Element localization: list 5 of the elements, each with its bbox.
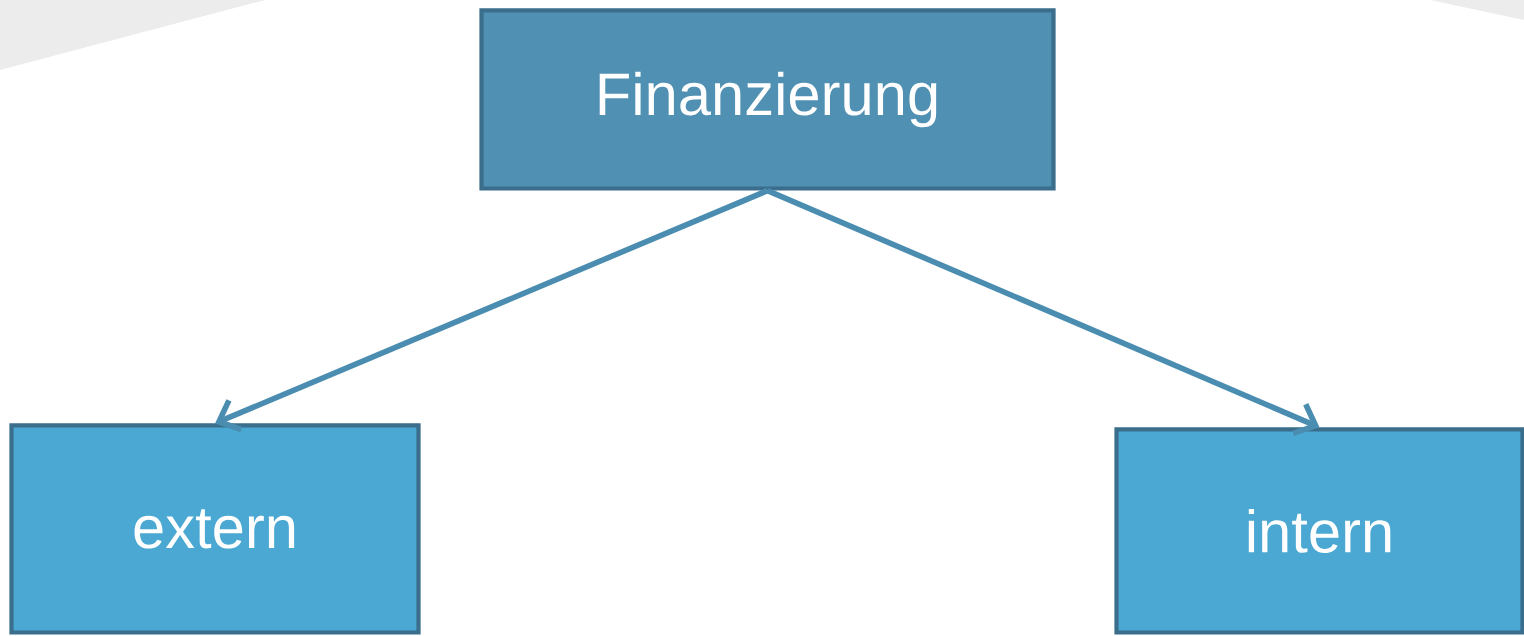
process-box: intern [1114,427,1524,635]
process-box: Finanzierung [479,8,1056,191]
arrow [766,188,1320,436]
process-box: extern [9,423,421,635]
arrow [215,188,769,433]
